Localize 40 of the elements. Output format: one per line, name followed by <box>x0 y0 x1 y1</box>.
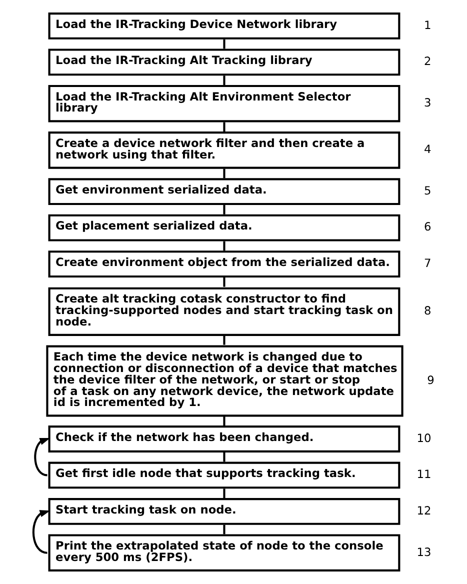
connector <box>223 452 226 462</box>
connector <box>223 524 226 534</box>
node-box: Print the extrapolated state of node to the console every 500 ms (2FPS). <box>48 534 400 572</box>
node-box: Get environment serialized data. <box>48 178 400 206</box>
connector <box>223 416 226 426</box>
node-box: Load the IR-Tracking Device Network library <box>48 12 400 40</box>
node-label: 11 <box>416 467 432 482</box>
arrow <box>34 438 50 476</box>
node-label: 10 <box>416 430 432 445</box>
node-box: Get placement serialized data. <box>48 214 400 242</box>
node-box: Create a device network filter and then create a network using that filter. <box>48 132 400 169</box>
node-box: Get first idle node that supports tracking task. <box>48 462 400 489</box>
connector <box>223 39 226 49</box>
connector <box>223 488 226 498</box>
node-label: 6 <box>424 220 432 234</box>
node-label: 3 <box>424 96 432 110</box>
connector <box>223 168 226 178</box>
node-box: Load the IR-Tracking Alt Environment Selector library <box>48 84 400 122</box>
node-box: Check if the network has been changed. <box>48 426 400 452</box>
connector <box>223 278 226 287</box>
node-box: Start tracking task on node. <box>48 498 400 525</box>
node-label: 8 <box>424 304 432 318</box>
node-box: Each time the device network is changed due to connection or disconnection of a device that matches the device filter of the network, or start or stop of a task on any network device, the network update id is incremented by 1. <box>46 345 404 417</box>
connector <box>223 205 226 214</box>
connector <box>223 76 226 85</box>
node-label: 4 <box>424 142 432 156</box>
node-label: 1 <box>424 18 432 32</box>
node-label: 2 <box>424 54 432 68</box>
node-label: 9 <box>427 372 434 387</box>
node-box: Create environment object from the serialized data. <box>48 250 400 278</box>
node-box: Load the IR-Tracking Alt Tracking library <box>48 48 400 76</box>
node-label: 5 <box>424 183 432 198</box>
connector <box>223 335 226 345</box>
node-label: 13 <box>416 544 432 559</box>
node-label: 7 <box>424 256 432 270</box>
node-label: 12 <box>416 503 432 518</box>
node-box: Create alt tracking cotask constructor to find tracking-supported nodes and start tracking task on node. <box>48 287 400 336</box>
connector <box>223 241 226 251</box>
arrow <box>32 510 50 554</box>
connector <box>223 122 226 132</box>
